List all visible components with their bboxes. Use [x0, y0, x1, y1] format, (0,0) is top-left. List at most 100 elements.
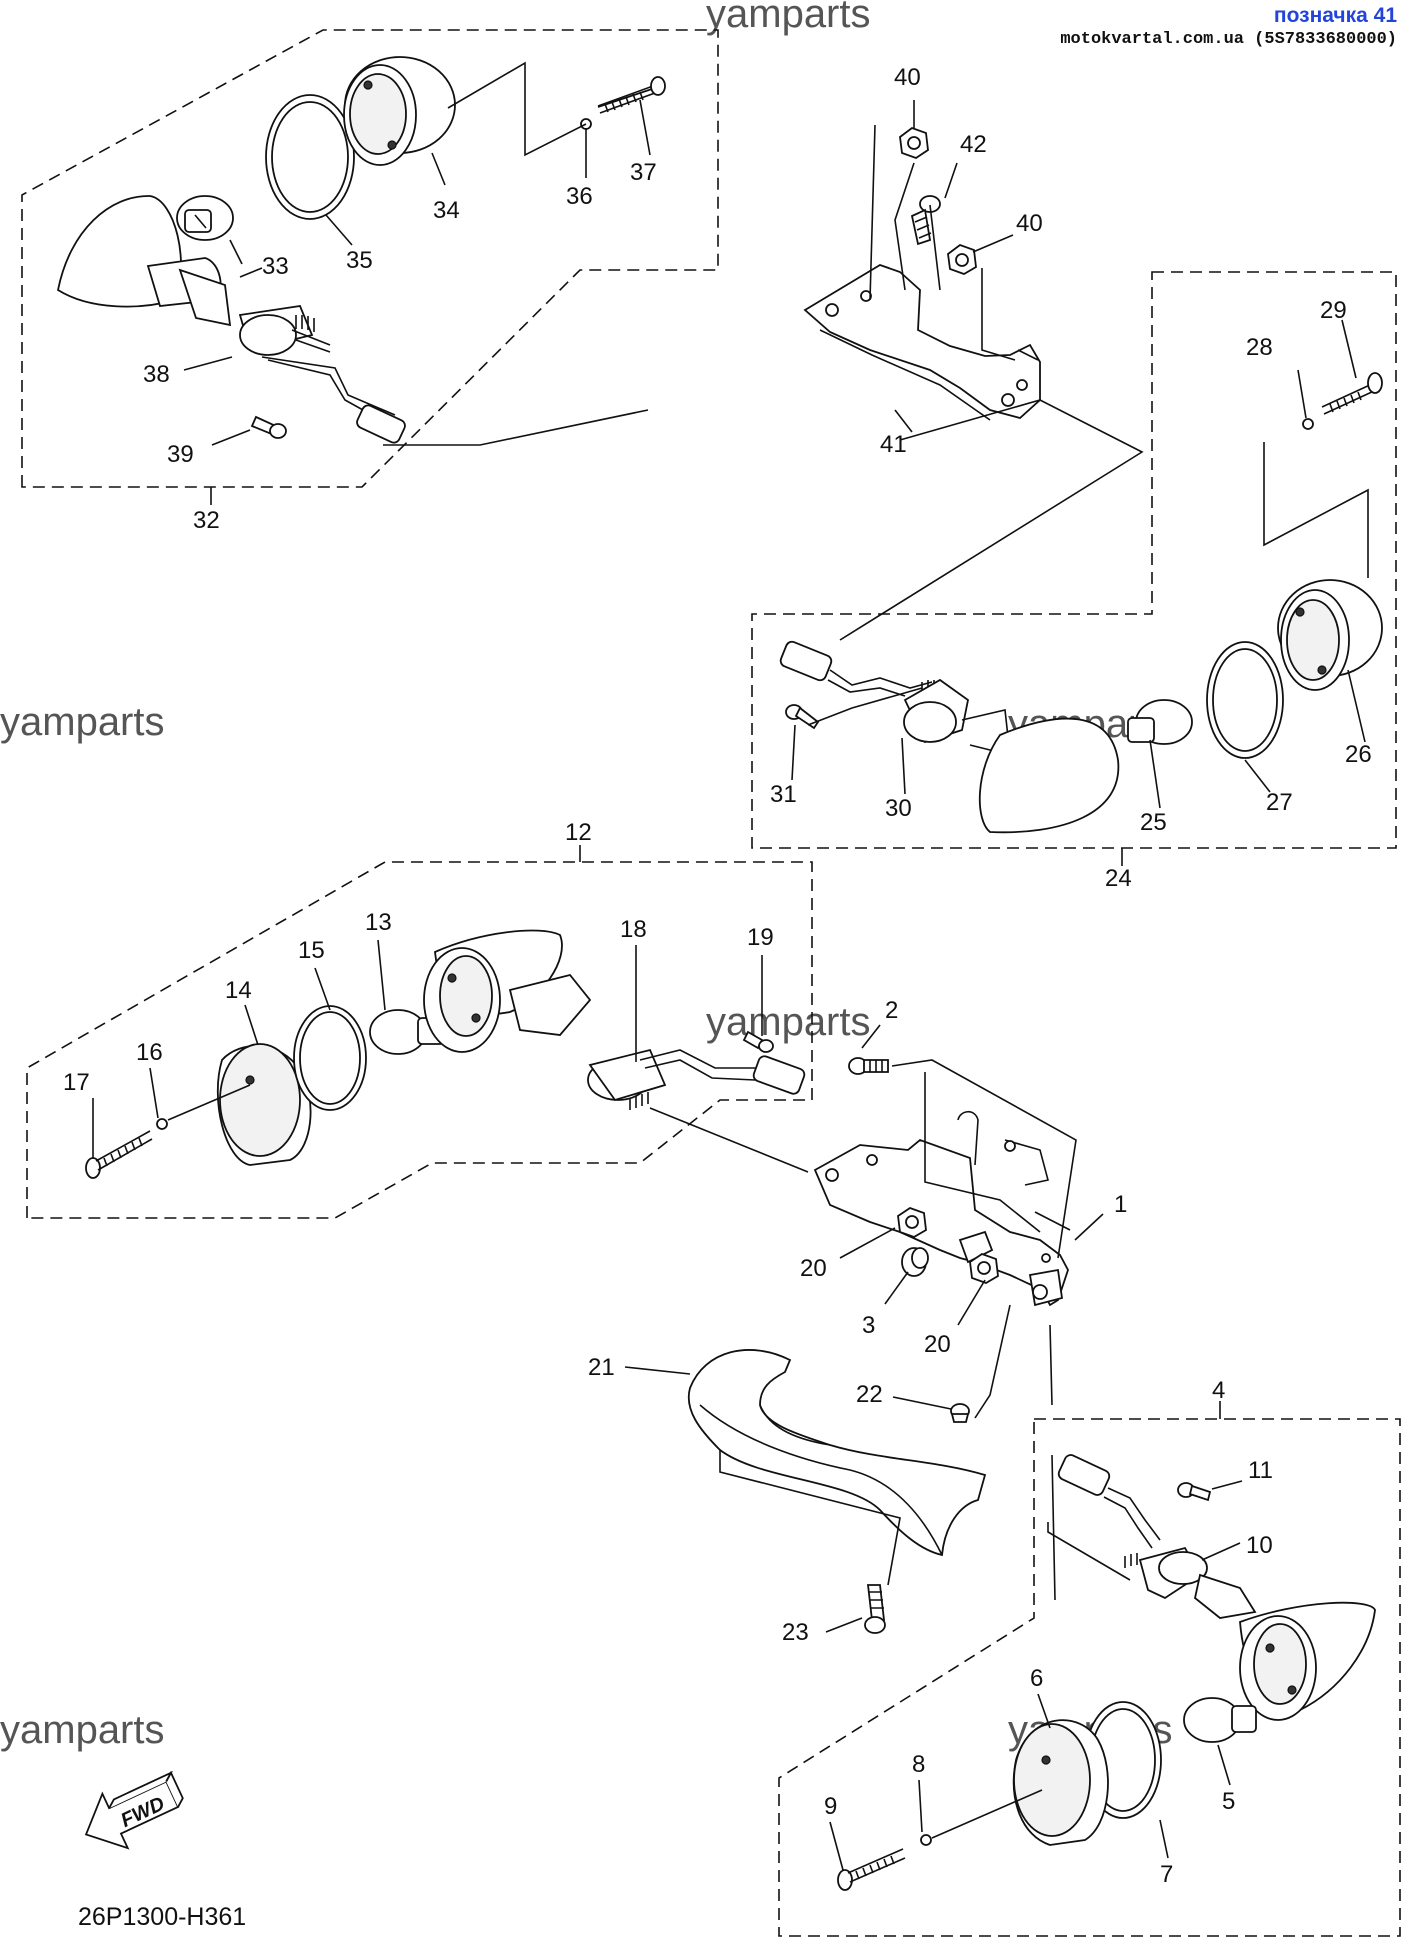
- group-box-24: [751, 271, 1397, 849]
- callout-39: 39: [167, 441, 194, 468]
- bulb-part-25: [1127, 699, 1193, 745]
- callout-27: 27: [1266, 789, 1293, 816]
- header-ref: позначка 41 motokvartal.com.ua (5S783368…: [1060, 4, 1397, 49]
- screw-part-11: [1177, 1482, 1212, 1502]
- callout-40a: 40: [894, 64, 921, 91]
- callout-31: 31: [770, 781, 797, 808]
- rim-part-14: [216, 1043, 312, 1166]
- screw-part-31: [785, 704, 820, 730]
- callout-3: 3: [862, 1312, 875, 1339]
- washer-part-8: [920, 1834, 932, 1846]
- callout-24: 24: [1105, 865, 1132, 892]
- callout-11: 11: [1248, 1457, 1273, 1484]
- callout-10: 10: [1246, 1532, 1273, 1559]
- screw-part-37: [597, 76, 666, 114]
- connector-part-24: [779, 640, 933, 697]
- callout-29: 29: [1320, 297, 1347, 324]
- callout-7: 7: [1160, 1861, 1173, 1888]
- housing-part-18: [508, 973, 806, 1110]
- nut-part-40b: [947, 243, 977, 275]
- screw-part-9: [837, 1848, 906, 1891]
- callout-2: 2: [885, 997, 898, 1024]
- callout-23: 23: [782, 1619, 809, 1646]
- callout-19: 19: [747, 924, 774, 951]
- housing-part-38: [238, 305, 406, 444]
- callout-40b: 40: [1016, 210, 1043, 237]
- callout-12: 12: [565, 819, 592, 846]
- callout-30: 30: [885, 795, 912, 822]
- group-box-32: [21, 29, 719, 488]
- callout-20b: 20: [924, 1331, 951, 1358]
- callout-1: 1: [1114, 1191, 1127, 1218]
- callout-42: 42: [960, 131, 987, 158]
- callout-18: 18: [620, 916, 647, 943]
- rim-part-34: [343, 56, 456, 166]
- callout-22: 22: [856, 1381, 883, 1408]
- screw-part-39: [250, 415, 287, 439]
- screw-part-22: [950, 1403, 970, 1423]
- callout-13: 13: [365, 909, 392, 936]
- callout-6: 6: [1030, 1665, 1043, 1692]
- callout-20a: 20: [800, 1255, 827, 1282]
- callout-38: 38: [143, 361, 170, 388]
- diagram-code: 26P1300-H361: [78, 1903, 247, 1931]
- lens-part-24: [978, 717, 1120, 834]
- callout-33: 33: [262, 253, 289, 280]
- source-site: motokvartal.com.ua (5S7833680000): [1060, 30, 1397, 49]
- callout-28: 28: [1246, 334, 1273, 361]
- housing-part-30: [903, 678, 1011, 757]
- collar-part-3: [901, 1247, 929, 1277]
- callout-5: 5: [1222, 1788, 1235, 1815]
- fwd-arrow-icon: FWD: [84, 1770, 184, 1850]
- watermark: yamparts: [706, 0, 871, 36]
- callout-4: 4: [1212, 1377, 1225, 1404]
- nut-part-20a: [897, 1207, 927, 1238]
- bracket-part-41: [803, 264, 1041, 421]
- washer-part-28: [1302, 418, 1314, 430]
- ring-part-15: [293, 1005, 367, 1111]
- washer-part-16: [156, 1118, 168, 1130]
- callout-32: 32: [193, 507, 220, 534]
- callout-26: 26: [1345, 741, 1372, 768]
- bolt-part-42: [910, 195, 941, 246]
- connector-part-4: [1057, 1454, 1161, 1549]
- lens-part-32: [56, 195, 232, 327]
- lens-part-4: [1239, 1601, 1376, 1721]
- rim-part-6: [1012, 1719, 1109, 1846]
- callout-34: 34: [433, 197, 460, 224]
- bulb-part-33: [176, 195, 234, 241]
- screw-part-17: [85, 1130, 153, 1179]
- watermark: yamparts: [706, 1000, 871, 1044]
- watermark: yamparts: [0, 1708, 165, 1752]
- nut-part-40: [899, 126, 929, 159]
- bolt-part-2: [848, 1057, 889, 1075]
- ring-part-27: [1206, 641, 1284, 759]
- watermark: yamparts: [0, 700, 165, 744]
- page-title[interactable]: позначка 41: [1273, 4, 1397, 27]
- callout-25: 25: [1140, 809, 1167, 836]
- cover-part-21: [687, 1349, 987, 1557]
- screw-part-29: [1321, 372, 1383, 415]
- callout-35: 35: [346, 247, 373, 274]
- rim-part-26: [1277, 579, 1383, 691]
- bulb-part-5: [1183, 1697, 1257, 1743]
- ring-part-35-inner: [271, 101, 349, 213]
- bracket-part-1: [813, 1110, 1069, 1307]
- nut-part-20b: [969, 1253, 999, 1284]
- callout-17: 17: [63, 1069, 90, 1096]
- callout-41: 41: [880, 431, 907, 458]
- callout-36: 36: [566, 183, 593, 210]
- callout-15: 15: [298, 937, 325, 964]
- screw-part-19: [742, 1030, 774, 1053]
- callout-9: 9: [824, 1793, 837, 1820]
- callout-37: 37: [630, 159, 657, 186]
- callout-21: 21: [588, 1354, 615, 1381]
- group-box-12: [26, 861, 813, 1219]
- callout-16: 16: [136, 1039, 163, 1066]
- callout-8: 8: [912, 1751, 925, 1778]
- screw-part-23: [864, 1584, 886, 1634]
- group-box-4: [778, 1418, 1401, 1937]
- housing-part-10: [1124, 1546, 1257, 1619]
- callout-14: 14: [225, 977, 252, 1004]
